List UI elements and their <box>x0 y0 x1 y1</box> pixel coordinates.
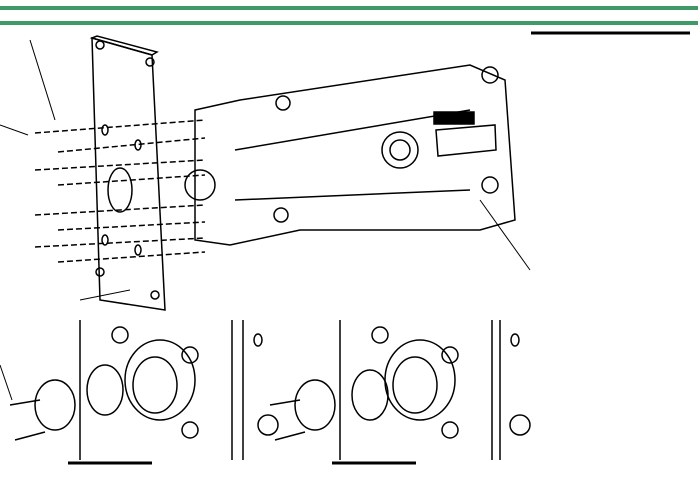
header-rule-top <box>0 6 698 10</box>
header-rule-bottom <box>0 21 698 25</box>
detail-step-1 <box>0 320 233 465</box>
screws <box>34 119 206 263</box>
detail-step-2 <box>242 320 531 465</box>
wall-plate <box>89 35 166 311</box>
swing-arm <box>184 64 516 246</box>
